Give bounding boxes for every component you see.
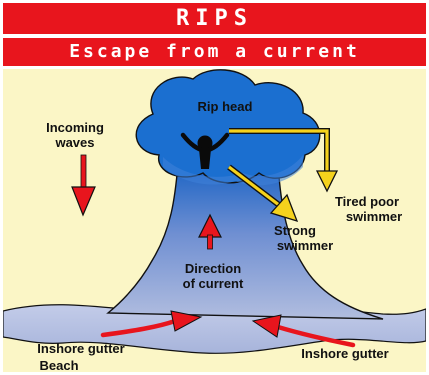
direction-label-line1: Direction <box>185 261 241 276</box>
direction-label-line2: of current <box>183 276 244 291</box>
page-subtitle: Escape from a current <box>3 38 426 66</box>
gutter-right-label: Inshore gutter <box>301 346 388 361</box>
incoming-waves-label-line1: Incoming <box>46 120 104 135</box>
tired-swimmer-label-line2: swimmer <box>346 209 402 224</box>
strong-swimmer-label-line2: swimmer <box>277 238 333 253</box>
incoming-waves-label-line2: waves <box>54 135 94 150</box>
strong-swimmer-label-line1: Strong <box>274 223 316 238</box>
rip-head-label: Rip head <box>198 99 253 114</box>
gutter-left-label: Inshore gutter <box>37 341 124 356</box>
rip-diagram: Rip head Incoming waves Tired poor swimm… <box>3 69 426 372</box>
tired-swimmer-label-line1: Tired poor <box>335 194 399 209</box>
beach-label: Beach <box>39 358 78 372</box>
page-title: RIPS <box>3 3 426 34</box>
